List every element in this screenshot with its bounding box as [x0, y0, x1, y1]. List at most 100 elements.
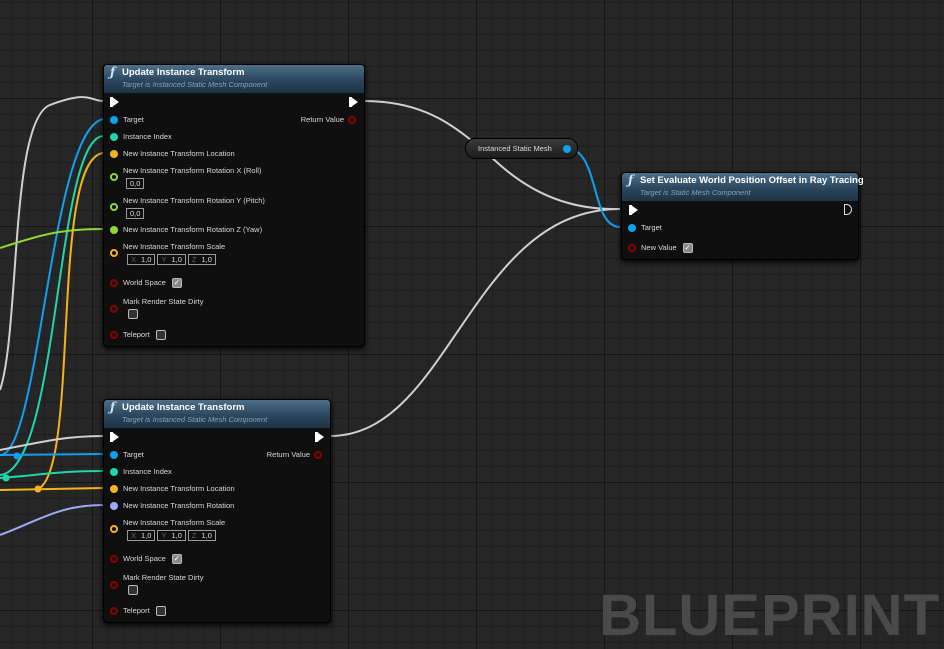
- instance-index-pin[interactable]: [110, 468, 118, 476]
- pin-label: Mark Render State Dirty: [123, 297, 204, 306]
- world-space-pin[interactable]: [110, 555, 118, 563]
- exec-wire: [0, 96, 104, 391]
- return-value-pin[interactable]: [348, 116, 356, 124]
- pin-label: New Instance Transform Location: [123, 484, 235, 493]
- pin-label: New Instance Transform Rotation X (Roll): [123, 166, 262, 175]
- axis-label: Z: [191, 255, 197, 264]
- rotation-x-input[interactable]: 0,0: [126, 178, 145, 189]
- target-pin[interactable]: [628, 224, 636, 232]
- new-value-checkbox[interactable]: ✓: [682, 243, 693, 253]
- pin-label: Target: [641, 223, 662, 232]
- return-value-label: Return Value: [300, 115, 344, 124]
- scale-pin[interactable]: [110, 525, 118, 533]
- exec-wire: [329, 208, 621, 437]
- rotation-z-pin[interactable]: [110, 226, 118, 234]
- rotz-wire: [0, 228, 104, 249]
- target-wire: [565, 147, 621, 228]
- target-pin[interactable]: [110, 451, 118, 459]
- variable-output-pin[interactable]: [563, 145, 571, 153]
- return-value-pin[interactable]: [314, 451, 322, 459]
- axis-value: 1,0: [171, 531, 182, 540]
- axis-label: X: [131, 531, 137, 540]
- pin-label: New Instance Transform Location: [123, 149, 235, 158]
- pin-label: Instance Index: [123, 467, 172, 476]
- location-wire: [0, 487, 104, 491]
- pin-label: World Space: [123, 554, 166, 563]
- teleport-pin[interactable]: [110, 607, 118, 615]
- pin-label: Teleport: [123, 330, 150, 339]
- teleport-pin[interactable]: [110, 331, 118, 339]
- rotation-x-pin[interactable]: [110, 173, 118, 181]
- node-subtitle: Target is Static Mesh Component: [640, 188, 751, 197]
- pin-label: New Instance Transform Rotation Y (Pitch…: [123, 196, 265, 205]
- mark-dirty-checkbox[interactable]: [128, 585, 138, 595]
- index-wire: [0, 135, 104, 476]
- set-evaluate-wpo-node[interactable]: ƒ Set Evaluate World Position Offset in R…: [621, 172, 864, 260]
- instance-index-pin[interactable]: [110, 133, 118, 141]
- exec-out-pin[interactable]: [349, 97, 358, 107]
- pin-label: New Instance Transform Rotation Z (Yaw): [123, 225, 263, 234]
- rotation-y-input[interactable]: 0,0: [126, 208, 145, 219]
- exec-wire: [363, 100, 621, 211]
- target-pin[interactable]: [110, 116, 118, 124]
- rotation-wire: [0, 504, 104, 536]
- node-subtitle: Target is Instanced Static Mesh Componen…: [122, 80, 268, 89]
- world-space-checkbox[interactable]: ✓: [171, 278, 182, 288]
- scale-x-input[interactable]: X 1,0: [127, 530, 156, 541]
- variable-label: Instanced Static Mesh: [478, 144, 552, 153]
- new-value-pin[interactable]: [628, 244, 636, 252]
- rotation-y-pin[interactable]: [110, 203, 118, 211]
- index-wire: [0, 470, 104, 479]
- rotation-pin[interactable]: [110, 502, 118, 510]
- target-wire: [0, 118, 104, 456]
- location-pin[interactable]: [110, 485, 118, 493]
- axis-value: 1,0: [141, 531, 152, 540]
- pin-label: Target: [123, 450, 144, 459]
- teleport-checkbox[interactable]: [155, 330, 166, 340]
- axis-value: 1,0: [201, 531, 212, 540]
- scale-y-input[interactable]: Y 1,0: [157, 530, 186, 541]
- location-pin[interactable]: [110, 150, 118, 158]
- node-title: Update Instance Transform: [122, 67, 245, 78]
- node-header[interactable]: ƒ Set Evaluate World Position Offset in R…: [622, 173, 864, 201]
- function-icon: ƒ: [110, 400, 116, 414]
- axis-value: 1,0: [141, 255, 152, 264]
- reroute-knot: [34, 485, 42, 493]
- exec-in-pin[interactable]: [110, 432, 119, 442]
- exec-out-pin[interactable]: [315, 432, 324, 442]
- exec-in-pin[interactable]: [110, 97, 119, 107]
- pin-label: World Space: [123, 278, 166, 287]
- pin-label: New Instance Transform Scale: [123, 242, 226, 251]
- scale-pin[interactable]: [110, 249, 118, 257]
- exec-in-pin[interactable]: [629, 205, 638, 215]
- location-wire: [37, 152, 104, 490]
- axis-label: Y: [161, 531, 167, 540]
- instanced-static-mesh-variable[interactable]: Instanced Static Mesh: [465, 138, 578, 159]
- mark-dirty-pin[interactable]: [110, 305, 118, 313]
- blueprint-watermark: BLUEPRINT: [599, 583, 940, 648]
- pin-label: Teleport: [123, 606, 150, 615]
- axis-label: Y: [161, 255, 167, 264]
- mark-dirty-checkbox[interactable]: [128, 309, 138, 319]
- teleport-checkbox[interactable]: [155, 606, 166, 616]
- function-icon: ƒ: [628, 173, 634, 187]
- node-title: Set Evaluate World Position Offset in Ra…: [640, 175, 864, 186]
- return-value-label: Return Value: [266, 450, 310, 459]
- mark-dirty-pin[interactable]: [110, 581, 118, 589]
- pin-label: Mark Render State Dirty: [123, 573, 204, 582]
- reroute-knot: [2, 474, 10, 482]
- world-space-checkbox[interactable]: ✓: [171, 554, 182, 564]
- world-space-pin[interactable]: [110, 279, 118, 287]
- node-title: Update Instance Transform: [122, 402, 245, 413]
- exec-out-pin[interactable]: [844, 204, 852, 215]
- pin-label: Instance Index: [123, 132, 172, 141]
